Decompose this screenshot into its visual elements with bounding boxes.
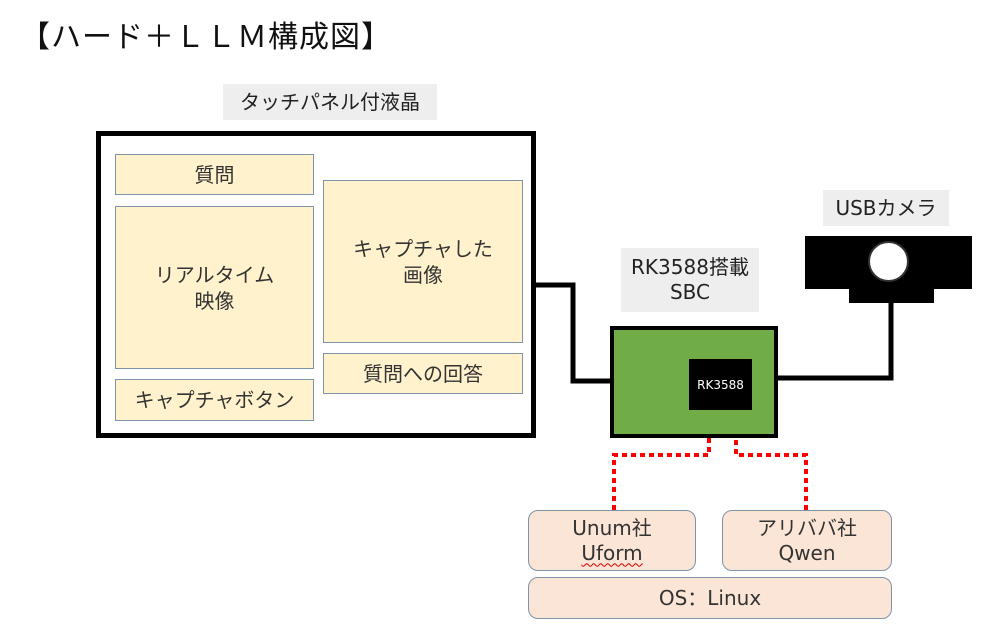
camera-stand bbox=[849, 289, 934, 303]
camera-label: USBカメラ bbox=[823, 190, 949, 226]
qwen-model-label: Qwen bbox=[778, 540, 836, 565]
question-cell: 質問 bbox=[115, 154, 314, 195]
realtime-video-cell: リアルタイム 映像 bbox=[115, 206, 314, 369]
sbc-label-line2: SBC bbox=[669, 280, 711, 304]
sbc-label: RK3588搭載 SBC bbox=[621, 248, 759, 312]
os-linux-box: OS：Linux bbox=[528, 577, 892, 619]
realtime-video-label-line1: リアルタイム bbox=[154, 262, 275, 287]
unum-company-label: Unum社 bbox=[572, 515, 652, 540]
realtime-video-label-line2: 映像 bbox=[194, 288, 235, 313]
panel-to-sbc-cable bbox=[533, 282, 612, 384]
captured-image-label-line2: 画像 bbox=[403, 262, 443, 287]
captured-image-label-line1: キャプチャした bbox=[353, 236, 493, 261]
camera-lens-icon bbox=[868, 241, 909, 282]
sbc-to-camera-cable bbox=[764, 302, 894, 381]
capture-button-cell: キャプチャボタン bbox=[115, 379, 314, 421]
diagram-title: 【ハード＋ＬＬＭ構成図】 bbox=[20, 20, 392, 55]
captured-image-cell: キャプチャした 画像 bbox=[323, 180, 523, 343]
unum-uform-box: Unum社 Uform bbox=[528, 510, 696, 571]
uform-to-chip-arrow bbox=[612, 416, 711, 510]
answer-cell: 質問への回答 bbox=[323, 353, 523, 394]
rk3588-chip: RK3588 bbox=[689, 359, 752, 410]
uform-model-label: Uform bbox=[581, 540, 643, 565]
touch-panel-label: タッチパネル付液晶 bbox=[223, 84, 437, 120]
alibaba-company-label: アリババ社 bbox=[757, 515, 857, 540]
alibaba-qwen-box: アリババ社 Qwen bbox=[722, 510, 892, 571]
sbc-label-line1: RK3588搭載 bbox=[631, 255, 749, 279]
